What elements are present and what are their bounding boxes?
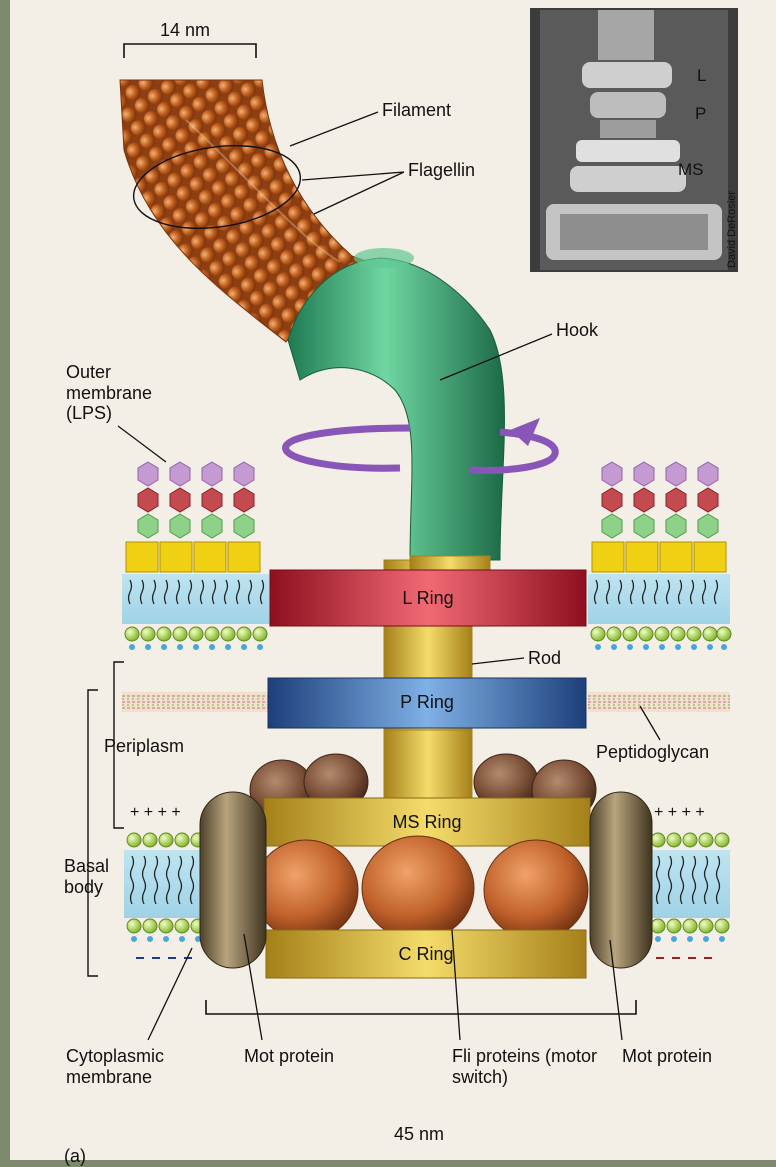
label-plus-left: + + + + (130, 804, 181, 822)
label-panel: (a) (64, 1146, 86, 1167)
label-p-ring: P Ring (268, 692, 586, 713)
label-l-ring: L Ring (270, 588, 586, 609)
label-basal-body: Basal body (64, 856, 124, 897)
label-mot-protein-left: Mot protein (244, 1046, 334, 1067)
micrograph-label-p: P (695, 104, 706, 124)
label-scale-top: 14 nm (160, 20, 210, 41)
mot-protein-right-shape (590, 792, 652, 968)
label-outer-membrane: Outer membrane (LPS) (66, 362, 176, 424)
label-mot-protein-right: Mot protein (622, 1046, 712, 1067)
mot-protein-left-shape (200, 792, 266, 968)
label-scale-bottom: 45 nm (394, 1124, 444, 1145)
label-periplasm: Periplasm (104, 736, 184, 757)
label-rod: Rod (528, 648, 561, 669)
fli-protein-balls (254, 836, 588, 940)
label-flagellin: Flagellin (408, 160, 475, 181)
label-ms-ring: MS Ring (264, 812, 590, 833)
electron-micrograph (530, 8, 738, 272)
cytoplasmic-membrane-left (124, 833, 208, 958)
micrograph-credit: David DeRosier (726, 191, 738, 268)
label-c-ring: C Ring (266, 944, 586, 965)
label-plus-right: + + + + (654, 804, 705, 822)
label-hook: Hook (556, 320, 598, 341)
label-cytoplasmic-membrane: Cytoplasmic membrane (66, 1046, 196, 1087)
micrograph-label-l: L (697, 66, 706, 86)
micrograph-label-ms: MS (678, 160, 704, 180)
label-filament: Filament (382, 100, 451, 121)
label-fli-proteins: Fli proteins (motor switch) (452, 1046, 602, 1087)
label-peptidoglycan: Peptidoglycan (596, 742, 709, 763)
